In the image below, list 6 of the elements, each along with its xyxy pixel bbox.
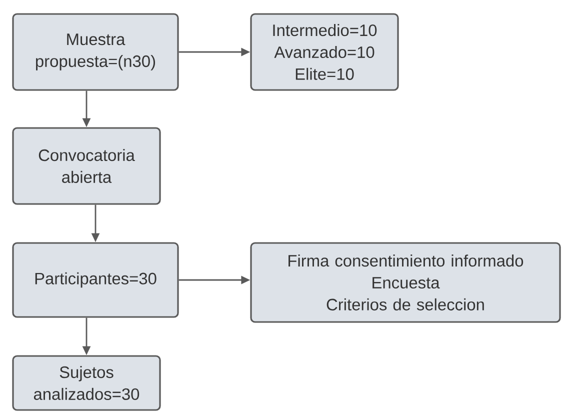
process-box: Convocatoria abierta xyxy=(12,127,161,205)
process-box: Intermedio=10 Avanzado=10 Elite=10 xyxy=(250,13,399,91)
process-box: Muestra propuesta=(n30) xyxy=(12,13,179,91)
process-box: Participantes=30 xyxy=(12,242,179,318)
process-box: Sujetos analizados=30 xyxy=(12,355,161,411)
process-box: Firma consentimiento informado Encuesta Criterios de seleccion xyxy=(250,242,561,323)
